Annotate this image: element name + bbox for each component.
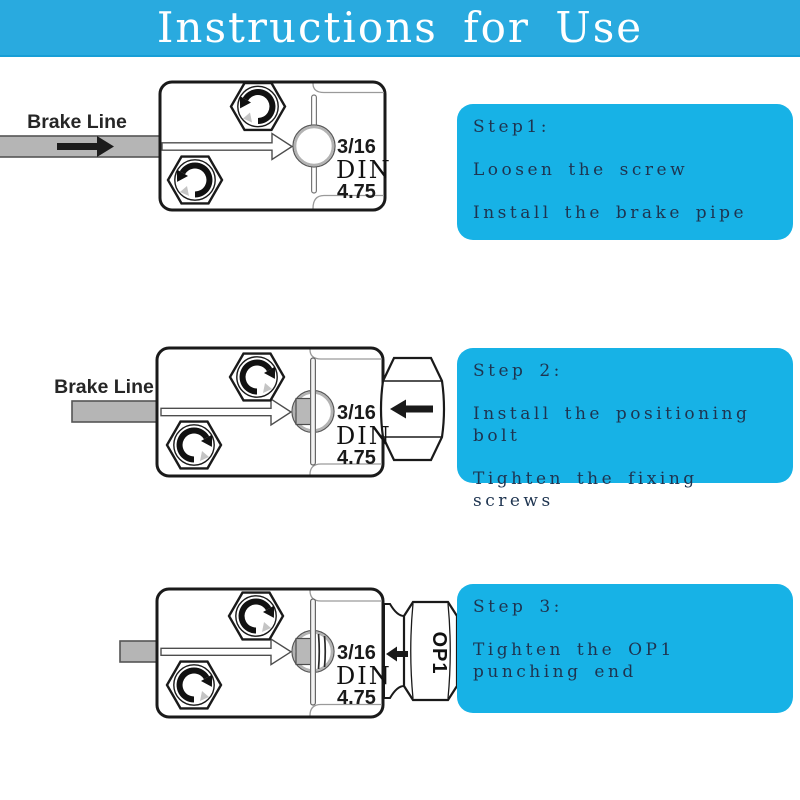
spec-diameter: 4.75 — [337, 181, 376, 203]
spec-standard: DIN — [336, 422, 392, 450]
hex-bolt-top-cw-icon — [230, 354, 284, 401]
flared-end-lines — [317, 633, 327, 670]
step2-line: Tighten the fixing screws — [473, 469, 698, 511]
hex-bolt-bottom-cw-icon — [167, 662, 221, 709]
step3-line: Tighten the OP1 punching end — [473, 640, 675, 682]
step1-instructions: Step1: Loosen the screw Install the brak… — [457, 104, 793, 240]
spec-diameter: 4.75 — [337, 447, 376, 469]
die-hole — [292, 124, 336, 168]
step3-instructions: Step 3: Tighten the OP1 punching end — [457, 584, 793, 713]
die-slot — [310, 357, 317, 466]
die-slot — [310, 598, 317, 706]
bolt-direction-arrow-icon — [390, 399, 433, 419]
hex-bolt-top-cw-icon — [229, 593, 283, 640]
step1-heading: Step1: — [473, 117, 550, 137]
brake-pipe — [119, 640, 159, 663]
punch-direction-arrow-icon — [386, 646, 408, 662]
die-split-line-bottom — [309, 463, 382, 475]
guide-arrow-icon — [160, 637, 293, 666]
step1-line: Loosen the screw — [473, 160, 689, 180]
positioning-bolt — [379, 356, 446, 462]
brake-line-label: Brake Line — [27, 111, 127, 133]
insert-direction-arrow-icon — [57, 136, 114, 157]
die-split-line-top — [312, 83, 384, 94]
die-split-line-bottom — [309, 703, 382, 716]
spec-diameter: 4.75 — [337, 687, 376, 709]
hex-bolt-bottom-cw-icon — [167, 422, 221, 469]
diagram-step3: OP1 3/16 DIN 4.75 — [119, 587, 459, 719]
brake-pipe — [71, 400, 159, 423]
die-split-line-top — [309, 349, 382, 360]
step1-line: Install the brake pipe — [473, 203, 748, 223]
page-title: Instructions for Use — [156, 3, 644, 52]
diagram-step1: Brake Line 3/16 DIN 4.75 — [0, 70, 392, 212]
die-split-line-bottom — [312, 194, 384, 209]
step2-instructions: Step 2: Install the positioning bolt Tig… — [457, 348, 793, 511]
spec-standard: DIN — [336, 662, 392, 690]
brake-line-label: Brake Line — [54, 376, 154, 398]
hex-bolt-bottom-ccw-icon — [168, 157, 222, 204]
title-banner: Instructions for Use — [0, 0, 800, 57]
op1-label: OP1 — [428, 631, 450, 674]
die-hole-ring — [293, 125, 335, 167]
spec-size: 3/16 — [337, 642, 376, 664]
guide-arrow-icon — [161, 132, 294, 161]
step3-heading: Step 3: — [473, 597, 563, 617]
step2-heading: Step 2: — [473, 361, 563, 381]
diagram-step2: Brake Line 3/16 DIN 4.75 — [54, 346, 446, 478]
spec-size: 3/16 — [337, 136, 376, 158]
guide-arrow-icon — [160, 397, 293, 427]
step2-line: Install the positioning bolt — [473, 404, 751, 446]
spec-standard: DIN — [336, 156, 392, 184]
hex-bolt-top-ccw-icon — [231, 83, 285, 130]
spec-size: 3/16 — [337, 402, 376, 424]
op1-punching-end: OP1 — [383, 600, 459, 702]
